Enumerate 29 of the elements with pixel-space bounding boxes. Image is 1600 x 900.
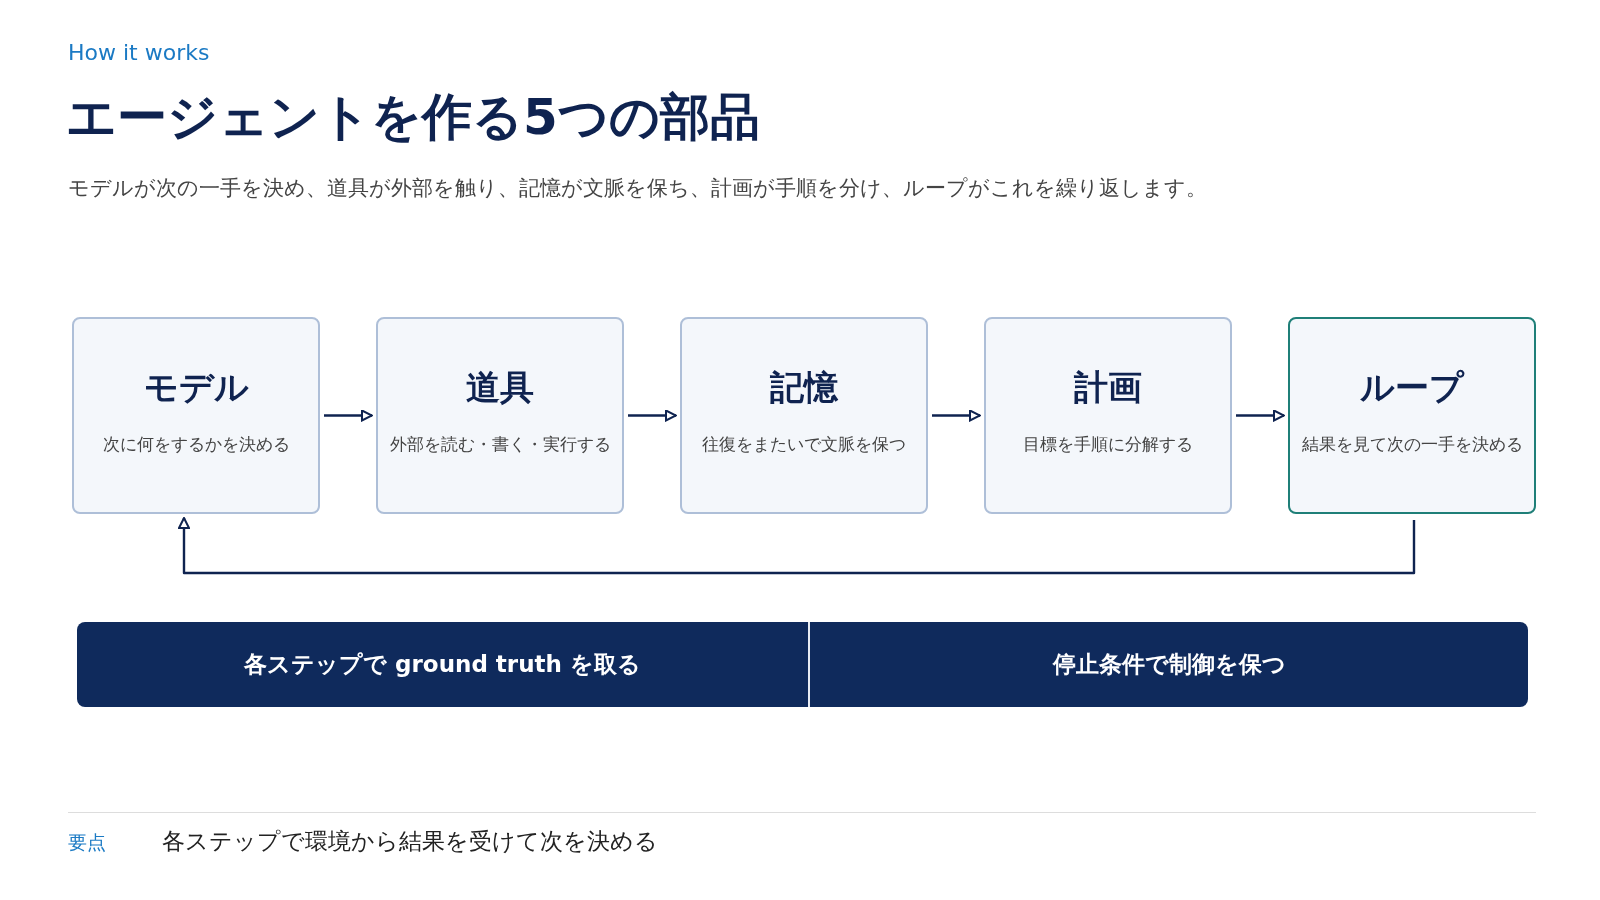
subtitle: モデルが次の一手を決め、道具が外部を触り、記憶が文脈を保ち、計画が手順を分け、ループがこれを繰り返します。 [68, 175, 1207, 202]
key-point-text: 各ステップで環境から結果を受けて次を決める [162, 827, 658, 856]
component-card [984, 317, 1232, 514]
component-card [680, 317, 928, 514]
arrow [932, 409, 981, 422]
arrow [324, 409, 373, 422]
card-description: 往復をまたいで文脈を保つ [702, 433, 906, 456]
card-description: 外部を読む・書く・実行する [389, 433, 611, 456]
card-heading: ループ [1360, 366, 1464, 409]
principle-banner [808, 622, 1528, 707]
principle-banner [77, 622, 808, 707]
card-description: 目標を手順に分解する [1023, 433, 1193, 456]
arrow [1236, 409, 1285, 422]
card-heading: 道具 [466, 366, 534, 409]
card-heading: モデル [143, 366, 249, 409]
component-card [376, 317, 624, 514]
loop-back-arrow [178, 517, 1416, 575]
component-card [72, 317, 320, 514]
card-description: 次に何をするかを決める [102, 433, 290, 456]
banner-text: 各ステップで ground truth を取る [244, 650, 641, 679]
card-description: 結果を見て次の一手を決める [1301, 433, 1523, 456]
section-label: How it works [68, 40, 210, 65]
card-heading: 計画 [1074, 366, 1142, 409]
banner-text: 停止条件で制御を保つ [1052, 650, 1286, 679]
component-card [1288, 317, 1536, 514]
arrow [628, 409, 677, 422]
card-heading: 記憶 [770, 366, 838, 409]
key-point-label: 要点 [68, 830, 106, 855]
title: エージェントを作る5つの部品 [66, 87, 760, 148]
